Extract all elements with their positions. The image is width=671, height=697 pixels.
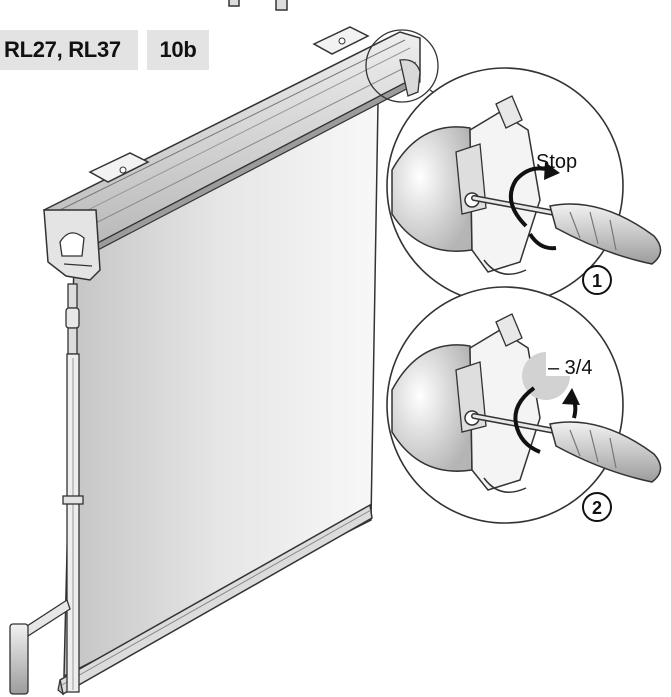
rotation-arrow-icon	[508, 162, 560, 251]
roller-blind	[9, 26, 421, 696]
model-label: RL27, RL37	[0, 30, 138, 70]
step-number-2: 2	[592, 498, 602, 518]
screwdriver-icon	[471, 195, 662, 265]
figure-number: 10b	[147, 30, 209, 70]
quarter-turn-label: – 3/4	[548, 357, 592, 379]
detail-step-2: – 3/4 2	[386, 286, 662, 524]
detail-step-1: Stop 1	[386, 67, 662, 305]
bracket-left	[88, 152, 150, 183]
crank-rod	[9, 283, 84, 695]
step-number-1: 1	[592, 271, 602, 291]
rotation-arrow-icon	[513, 386, 580, 454]
upper-fitting	[228, 0, 288, 11]
stop-label: Stop	[536, 151, 577, 173]
figure-number-text: 10b	[159, 37, 197, 62]
model-label-text: RL27, RL37	[4, 37, 121, 62]
